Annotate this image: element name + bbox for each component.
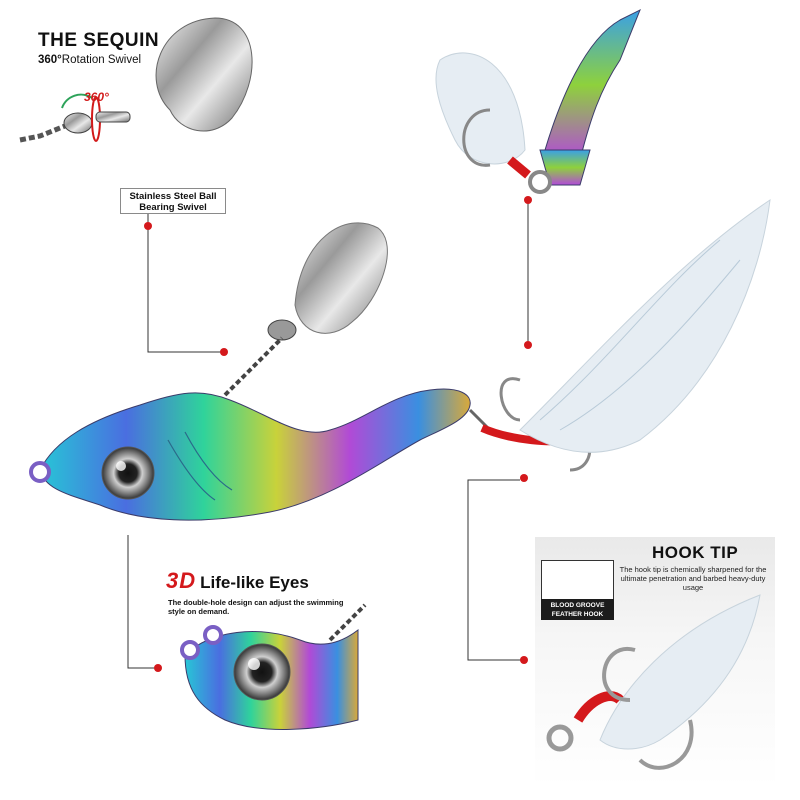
hook-badge-line1: BLOOD GROOVE bbox=[550, 602, 605, 609]
swivel-callout-line2: Bearing Swivel bbox=[139, 202, 207, 213]
hook-tip-description: The hook tip is chemically sharpened for… bbox=[619, 565, 767, 592]
callout-dot-eyes bbox=[154, 664, 162, 672]
callout-dot-hooktip bbox=[520, 656, 528, 664]
main-lure bbox=[29, 198, 771, 521]
eyes-title-prefix: 3D bbox=[166, 568, 197, 593]
sequin-subtitle: 360°Rotation Swivel bbox=[38, 54, 141, 66]
sequin-subtitle-degree: 360° bbox=[38, 54, 62, 66]
callout-dot-swivel bbox=[220, 348, 228, 356]
callout-dot-feather bbox=[520, 474, 528, 482]
swivel-callout: Stainless Steel Ball Bearing Swivel bbox=[120, 188, 226, 214]
hook-badge-line2: FEATHER HOOK bbox=[551, 611, 604, 618]
hook-eye-detail bbox=[435, 8, 641, 194]
sequin-title: THE SEQUIN bbox=[38, 30, 160, 51]
eyes-zoom bbox=[180, 603, 367, 730]
callout-dot-hook-top bbox=[524, 196, 532, 204]
swivel-callout-line1: Stainless Steel Ball bbox=[129, 191, 217, 202]
callout-dot-hook-mid bbox=[524, 341, 532, 349]
hook-badge: BLOOD GROOVE FEATHER HOOK bbox=[541, 599, 614, 620]
callout-dot-top bbox=[144, 222, 152, 230]
eyes-description: The double-hole design can adjust the sw… bbox=[168, 598, 344, 616]
rotation-degree-label: 360° bbox=[84, 90, 109, 104]
eyes-title-text: Life-like Eyes bbox=[200, 573, 309, 592]
hook-tip-title: HOOK TIP bbox=[652, 543, 739, 562]
sequin-detail bbox=[19, 17, 253, 143]
sequin-subtitle-rest: Rotation Swivel bbox=[61, 54, 142, 66]
